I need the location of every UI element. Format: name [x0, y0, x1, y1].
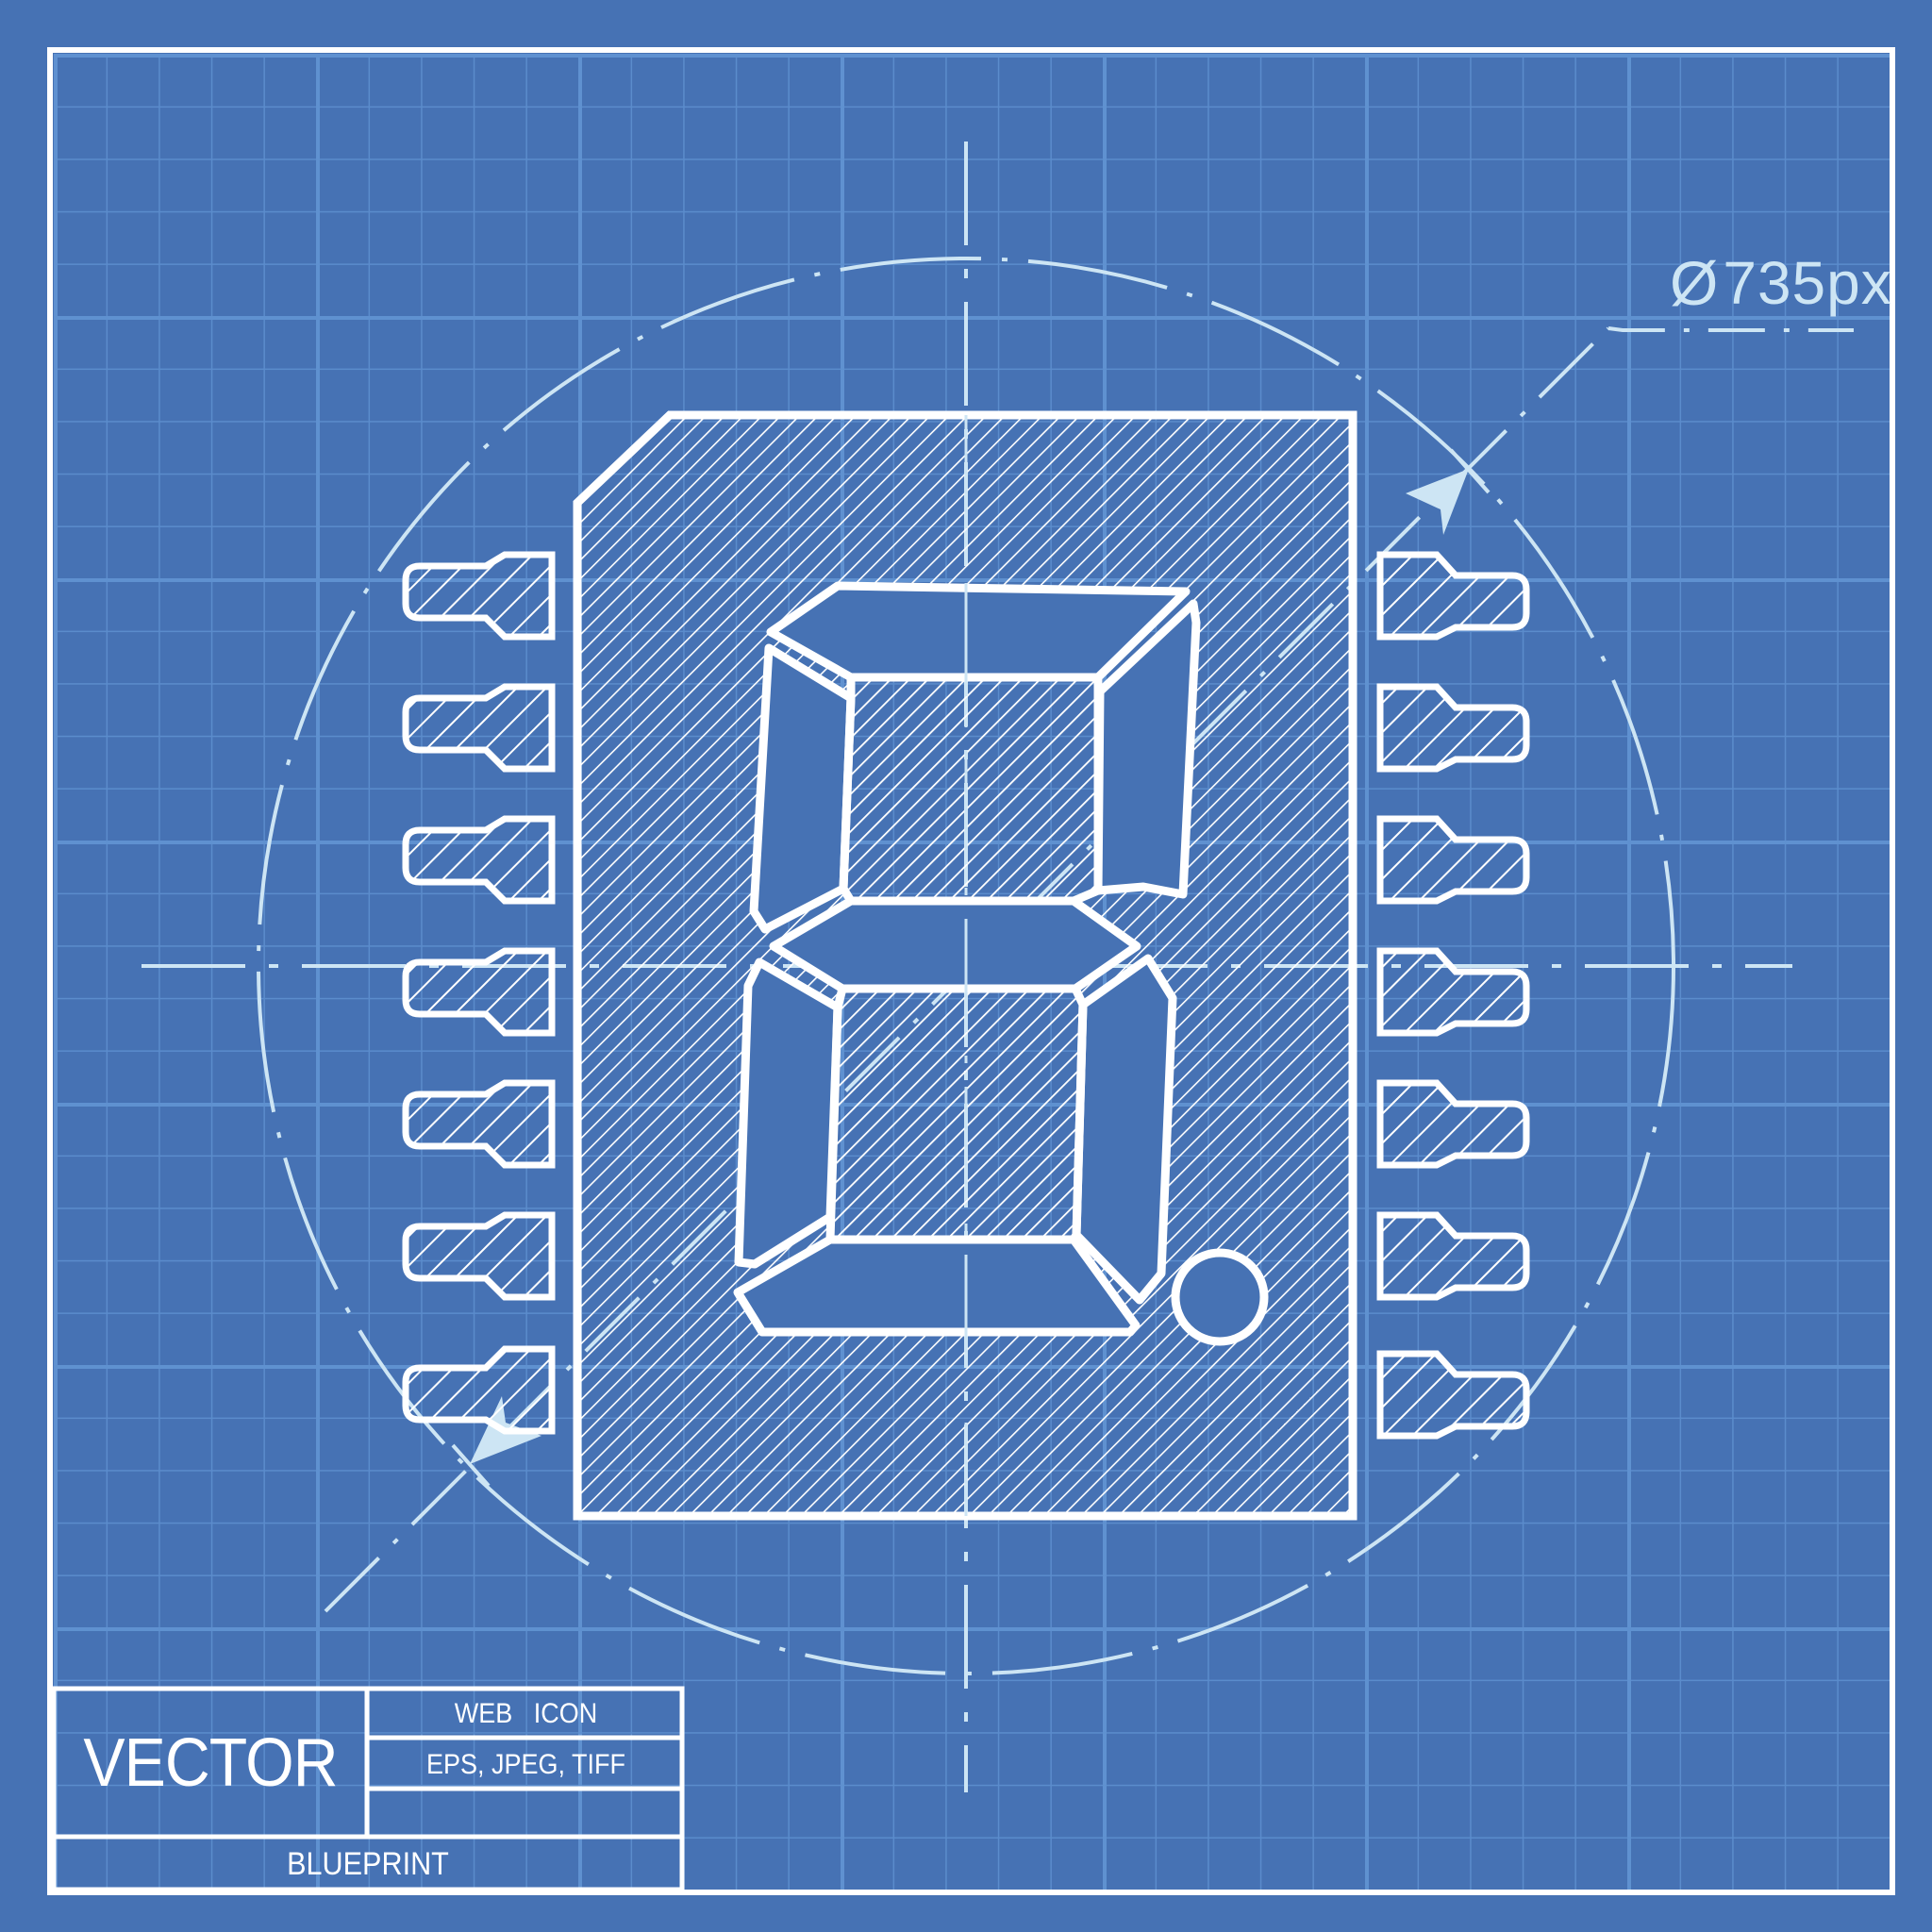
digit-face-upper [839, 673, 1103, 906]
pin [402, 551, 556, 641]
pin [402, 1079, 556, 1169]
pin [402, 1345, 556, 1435]
pin [1376, 1350, 1530, 1440]
seven-segment-digit [733, 581, 1201, 1337]
title-block: VECTOR WEB ICON EPS, JPEG, TIFF BLUEPRIN… [54, 1689, 682, 1890]
arrow-upper-right-icon [1406, 469, 1469, 535]
segment-g [769, 896, 1141, 993]
title-row-formats: EPS, JPEG, TIFF [425, 1749, 626, 1780]
segment-c [1072, 954, 1177, 1305]
right-pins [1376, 551, 1530, 1440]
title-main: VECTOR [83, 1724, 338, 1801]
decimal-point [1171, 1248, 1269, 1346]
dimension-leader [1607, 326, 1854, 332]
pin [1376, 947, 1530, 1037]
pin [1376, 815, 1530, 905]
segment-e [734, 958, 842, 1269]
segment-d [733, 1235, 1141, 1337]
left-pins [402, 551, 556, 1435]
diameter-dimension-label: Ø 735px [1670, 247, 1892, 319]
pin [1376, 1211, 1530, 1301]
diameter-value: 735px [1723, 249, 1892, 317]
title-row-web-icon: WEB ICON [454, 1698, 598, 1729]
drawing-frame [47, 47, 1895, 1895]
pin [402, 947, 556, 1037]
diameter-symbol-icon: Ø [1670, 248, 1720, 318]
pin [1376, 551, 1530, 641]
arrow-tick-upper [1449, 448, 1491, 494]
pin [402, 683, 556, 773]
title-footer: BLUEPRINT [287, 1845, 449, 1882]
digit-face-lower [825, 984, 1088, 1244]
pin [402, 1211, 556, 1301]
pin [402, 815, 556, 905]
title-block-grid [51, 1686, 685, 1892]
pin [1376, 1079, 1530, 1169]
pin [1376, 683, 1530, 773]
segment-f [749, 643, 856, 934]
arrow-tick-lower [451, 1443, 491, 1488]
